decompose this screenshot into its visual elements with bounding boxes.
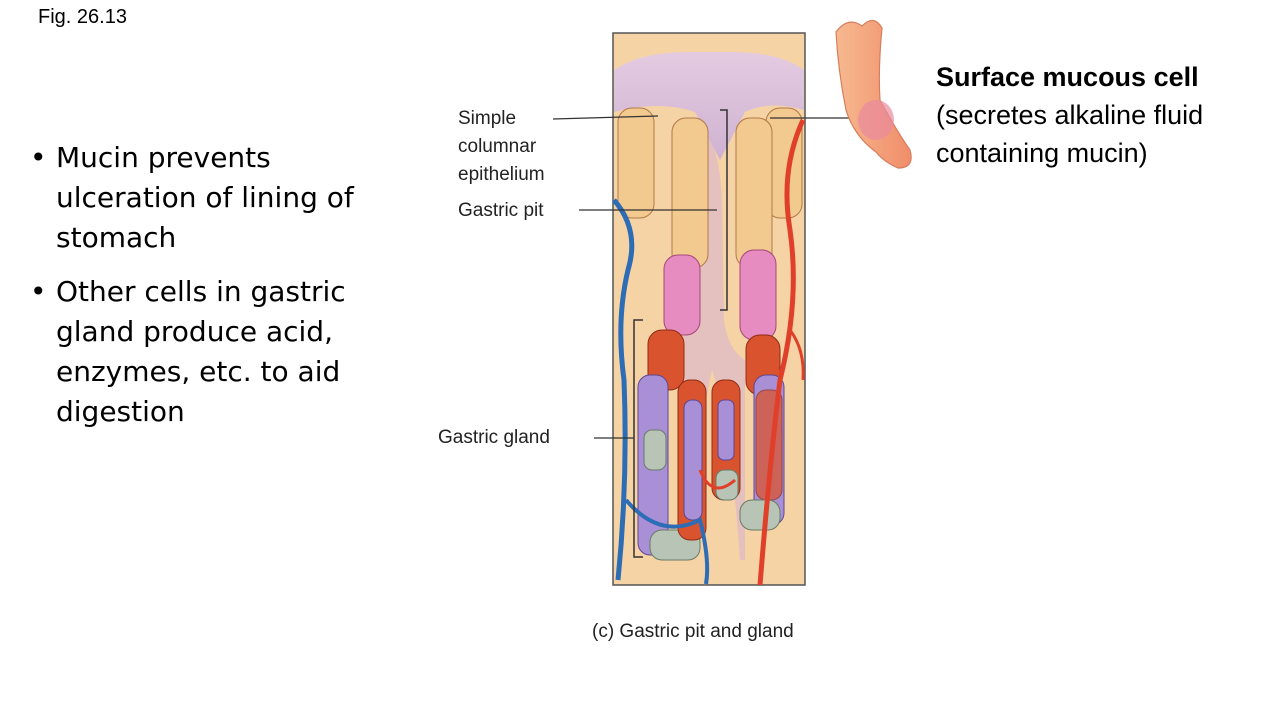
callout-title: Surface mucous cell — [936, 62, 1199, 92]
bracket-gastric-pit — [720, 109, 728, 311]
bracket-gastric-gland — [633, 319, 643, 558]
cell-nucleus — [858, 100, 894, 140]
vein-vessel — [612, 198, 635, 581]
vein-vessel — [624, 498, 710, 585]
artery-vessel — [698, 469, 736, 490]
callout-line: containing mucin) — [936, 138, 1148, 168]
artery-vessel — [757, 118, 806, 586]
left-epithelium — [617, 107, 709, 561]
bullet-item: Other cells in gastric gland produce aci… — [30, 272, 400, 432]
bullet-list: Mucin prevents ulceration of lining of s… — [30, 138, 400, 446]
figure-number: Fig. 26.13 — [38, 6, 127, 28]
callout-line: (secretes alkaline fluid — [936, 100, 1204, 130]
mucosa-surface — [614, 52, 804, 160]
label-gastric-pit: Gastric pit — [458, 200, 544, 221]
label-simple-columnar: Simple — [458, 108, 517, 129]
label-simple-columnar: columnar — [458, 136, 537, 157]
surface-mucous-cell — [835, 19, 912, 169]
bullet-item: Mucin prevents ulceration of lining of s… — [30, 138, 400, 258]
surface-mucous-cell-callout: Surface mucous cell (secretes alkaline f… — [936, 58, 1276, 172]
label-simple-columnar: epithelium — [458, 164, 545, 185]
figure-caption: (c) Gastric pit and gland — [592, 621, 794, 642]
artery-vessel — [788, 329, 805, 381]
label-gastric-gland: Gastric gland — [438, 427, 550, 448]
leader-line — [552, 115, 659, 120]
